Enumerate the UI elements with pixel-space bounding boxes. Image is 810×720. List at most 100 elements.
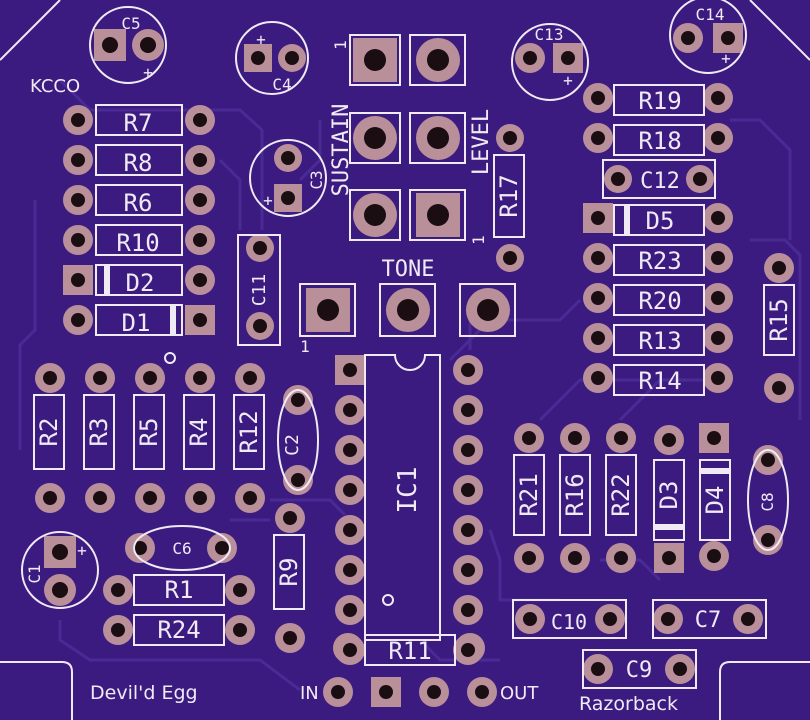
d2-pad2 — [185, 265, 215, 295]
d3-band — [654, 524, 684, 530]
r5-label: R5 — [135, 418, 163, 447]
r23-pad1 — [583, 243, 613, 273]
d4-label: D4 — [701, 486, 729, 515]
connector-in-label: IN — [300, 683, 319, 704]
r12-outline — [233, 394, 265, 470]
ic1-pin8 — [335, 635, 365, 665]
r7-outline — [95, 104, 183, 136]
d5-outline — [613, 204, 705, 236]
pads — [35, 23, 794, 707]
r23-pad2 — [703, 243, 733, 273]
pot-tone-pad2 — [386, 288, 430, 332]
ic1-pin15 — [453, 395, 483, 425]
c1-outline — [21, 531, 99, 609]
d5-label: D5 — [646, 207, 675, 235]
r12-pad1 — [235, 363, 265, 393]
r6-pad1 — [63, 185, 93, 215]
r19-pad2 — [703, 83, 733, 113]
d2-band — [104, 265, 110, 295]
board-maker: Razorback — [579, 693, 678, 715]
r14-pad2 — [703, 363, 733, 393]
r4-pad2 — [185, 483, 215, 513]
r10-pad2 — [185, 225, 215, 255]
r16-label: R16 — [561, 473, 589, 516]
c7-pad2 — [733, 604, 763, 634]
r13-outline — [613, 324, 705, 356]
c7-label: C7 — [695, 608, 722, 633]
c12-label: C12 — [640, 169, 680, 194]
c10-pad2 — [595, 604, 625, 634]
c13-plus: + — [563, 71, 573, 90]
ic1-outline — [364, 354, 441, 641]
r2-outline — [33, 394, 65, 470]
board-name: Devil'd Egg — [90, 682, 198, 704]
r15-outline — [763, 284, 795, 356]
ic1-pin3 — [335, 435, 365, 465]
ic1-pin4 — [335, 475, 365, 505]
r13-pad2 — [703, 323, 733, 353]
ic1-pin7 — [335, 595, 365, 625]
r17-label: R17 — [495, 174, 523, 217]
c3-plus: + — [263, 191, 273, 210]
r12-label: R12 — [235, 410, 263, 453]
r21-pad1 — [514, 423, 544, 453]
d1-outline — [95, 304, 183, 336]
pot-sustain-pad2-frame — [409, 112, 466, 164]
c11-pad1 — [246, 234, 274, 262]
d3-pad2 — [654, 543, 684, 573]
c6-label: C6 — [172, 539, 191, 558]
r14-outline — [613, 364, 705, 396]
c6-outline — [133, 525, 231, 571]
c10-outline — [512, 599, 627, 639]
r20-label: R20 — [638, 287, 681, 315]
c5-pad-minus — [132, 29, 164, 61]
c1-label: C1 — [25, 564, 44, 583]
in-pad-ground — [323, 677, 353, 707]
r4-label: R4 — [185, 418, 213, 447]
in-pad-signal — [371, 677, 401, 707]
r3-pad1 — [85, 363, 115, 393]
fiducial-2 — [382, 594, 394, 606]
c14-pad-plus — [713, 23, 743, 53]
r16-pad1 — [560, 423, 590, 453]
r4-pad1 — [185, 363, 215, 393]
traces — [18, 78, 802, 692]
c5-pad-plus — [94, 29, 126, 61]
c3-label: C3 — [307, 170, 326, 189]
r19-label: R19 — [638, 87, 681, 115]
r17-outline — [493, 154, 525, 238]
r10-outline — [95, 224, 183, 256]
d1-pad1 — [63, 305, 93, 335]
d4-pad2 — [699, 541, 729, 571]
r24-pad2 — [225, 615, 255, 645]
c10-label: C10 — [551, 610, 587, 634]
r10-label: R10 — [116, 229, 159, 257]
pot-sustain-pad3-frame — [349, 189, 401, 241]
r11-label: R11 — [388, 637, 431, 665]
pot-level-label: LEVEL — [469, 109, 494, 175]
r24-outline — [133, 614, 225, 646]
r19-pad1 — [583, 83, 613, 113]
pot-sustain-pad2 — [416, 116, 460, 160]
pot-tone-pad3-frame — [459, 283, 516, 337]
c8-label: C8 — [758, 492, 777, 511]
d3-label: D3 — [655, 481, 683, 510]
r6-label: R6 — [124, 189, 153, 217]
ic1-pin5 — [335, 515, 365, 545]
pot-level-pad1 — [353, 38, 397, 82]
c12-pad1 — [604, 165, 632, 193]
pot-sustain-pad4 — [416, 193, 460, 237]
pot-tone-pad1-frame — [299, 283, 356, 337]
out-pad-ground — [467, 677, 497, 707]
r9-pad2 — [275, 623, 305, 653]
r3-outline — [83, 394, 115, 470]
d3-pad1 — [654, 425, 684, 455]
r22-outline — [605, 454, 637, 536]
ic1-pin9 — [453, 635, 483, 665]
r8-pad1 — [63, 145, 93, 175]
c13-pad-minus — [515, 43, 545, 73]
c14-outline — [669, 0, 747, 74]
r8-label: R8 — [124, 149, 153, 177]
